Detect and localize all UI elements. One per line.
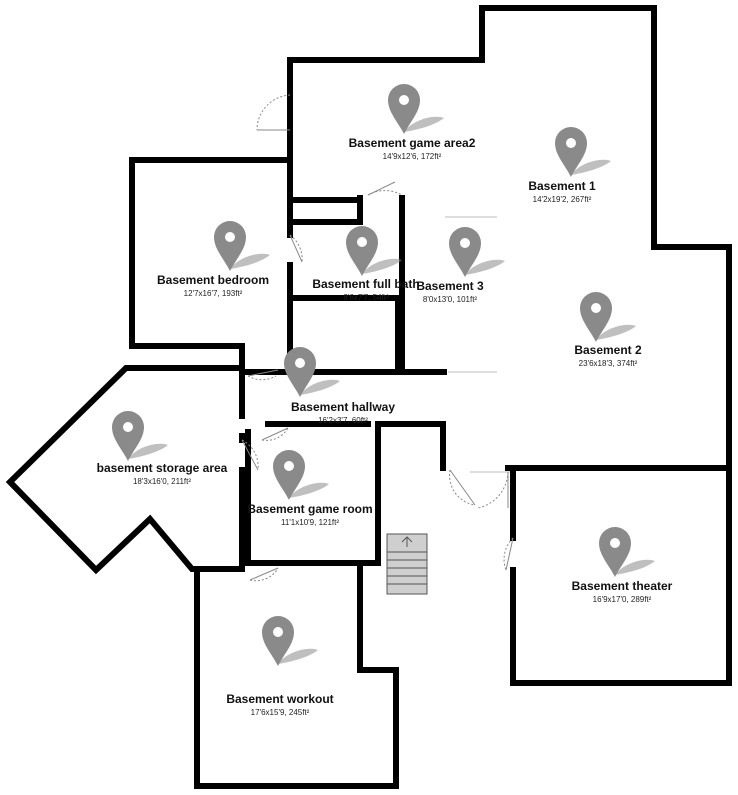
room-name: Basement 2 xyxy=(574,343,642,357)
room-basement-game-area2: Basement game area2 14'9x12'6, 172ft² xyxy=(349,84,476,161)
room-name: Basement bedroom xyxy=(157,273,269,287)
walls xyxy=(5,5,732,789)
location-pin-icon xyxy=(580,292,636,342)
location-pin-icon xyxy=(346,226,402,276)
room-dimensions: 18'3x16'0, 211ft² xyxy=(133,477,191,486)
room-dimensions: 17'6x15'9, 245ft² xyxy=(251,708,310,717)
room-name: Basement theater xyxy=(572,579,673,593)
stairs-up-arrow-icon xyxy=(401,536,413,547)
room-basement-3: Basement 3 8'0x13'0, 101ft² xyxy=(416,227,505,304)
room-basement-hallway: Basement hallway 16'2x3'7, 60ft² xyxy=(284,347,395,425)
doors xyxy=(241,94,514,582)
location-pin-icon xyxy=(388,84,444,134)
room-dimensions: 16'9x17'0, 289ft² xyxy=(593,595,652,604)
room-name: Basement game area2 xyxy=(349,136,476,150)
room-dimensions: 11'1x10'9, 121ft² xyxy=(281,518,339,527)
room-basement-1: Basement 1 14'2x19'2, 267ft² xyxy=(528,127,611,204)
room-dimensions: 14'2x19'2, 267ft² xyxy=(533,195,592,204)
room-basement-2: Basement 2 23'6x18'3, 374ft² xyxy=(574,292,642,368)
location-pin-icon xyxy=(262,616,318,666)
location-pin-icon xyxy=(555,127,611,177)
stairs xyxy=(386,533,428,595)
room-basement-theater: Basement theater 16'9x17'0, 289ft² xyxy=(572,527,673,604)
location-pin-icon xyxy=(214,221,270,271)
location-pin-icon xyxy=(112,411,168,461)
location-pin-icon xyxy=(284,347,340,397)
room-dimensions: 14'9x12'6, 172ft² xyxy=(383,152,442,161)
room-dimensions: 16'2x3'7, 60ft² xyxy=(318,416,368,425)
room-basement-game-room: Basement game room 11'1x10'9, 121ft² xyxy=(247,450,373,527)
room-dimensions: 23'6x18'3, 374ft² xyxy=(579,359,638,368)
room-basement-storage-area: basement storage area 18'3x16'0, 211ft² xyxy=(97,411,228,486)
room-name: Basement 1 xyxy=(528,179,596,193)
room-basement-workout: Basement workout 17'6x15'9, 245ft² xyxy=(226,616,334,717)
room-dimensions: 8'6x7'7, 54ft² xyxy=(343,293,389,302)
location-pin-icon xyxy=(449,227,505,277)
room-basement-bedroom: Basement bedroom 12'7x16'7, 193ft² xyxy=(157,221,270,298)
room-basement-full-bath: Basement full bath 8'6x7'7, 54ft² xyxy=(312,226,420,302)
room-dimensions: 12'7x16'7, 193ft² xyxy=(184,289,243,298)
location-pin-icon xyxy=(599,527,655,577)
room-name: basement storage area xyxy=(97,461,228,475)
room-name: Basement game room xyxy=(247,502,372,516)
room-name: Basement hallway xyxy=(291,400,395,414)
room-name: Basement 3 xyxy=(416,279,484,293)
location-pin-icon xyxy=(273,450,329,500)
room-dimensions: 8'0x13'0, 101ft² xyxy=(423,295,478,304)
room-name: Basement full bath xyxy=(312,277,419,291)
room-name: Basement workout xyxy=(226,692,333,706)
